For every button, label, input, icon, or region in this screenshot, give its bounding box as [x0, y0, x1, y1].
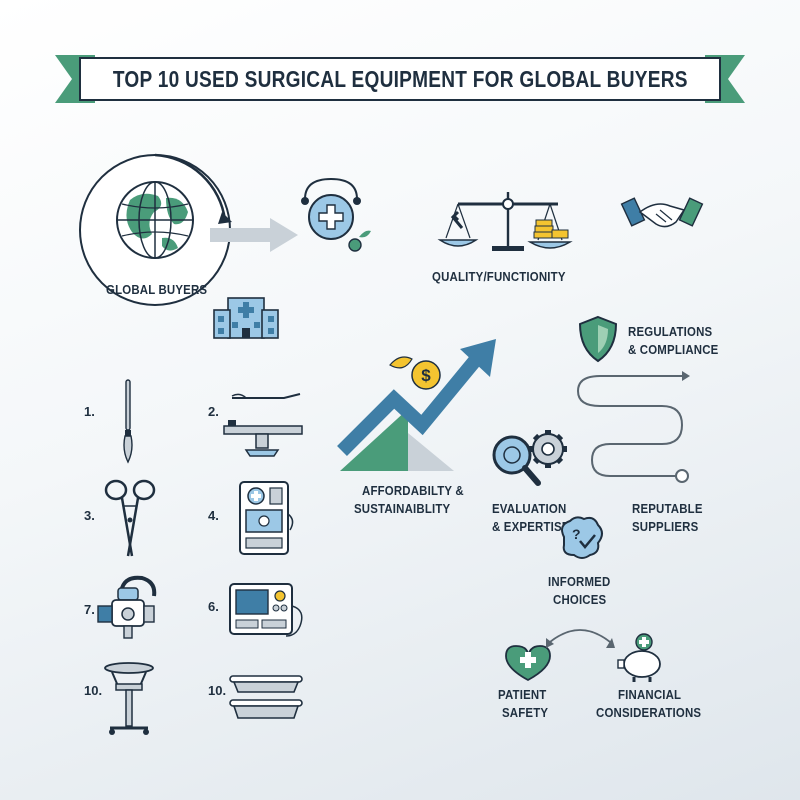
equipment-number: 6.: [208, 599, 219, 614]
global-buyers-globe-icon: [79, 153, 232, 306]
medical-cross-icon: [301, 177, 371, 252]
shield-icon: [578, 315, 618, 363]
page-title: TOP 10 USED SURGICAL EQUIPMENT FOR GLOBA…: [112, 65, 688, 92]
forceps-icon: [104, 479, 156, 557]
patient-label-line1: PATIENT: [498, 687, 547, 702]
handshake-icon: [620, 197, 704, 228]
quality-label: QUALITY/FUNCTIONITY: [432, 269, 566, 284]
global-buyers-label: GLOBAL BUYERS: [106, 282, 208, 297]
patient-financial-cycle: [505, 629, 661, 682]
equipment-number: 4.: [208, 508, 219, 523]
financial-label-line2: CONSIDERATIONS: [596, 705, 702, 720]
equipment-number: 10.: [84, 683, 103, 698]
operating-table-icon: [223, 393, 303, 457]
anesthesia-machine-icon: [239, 481, 294, 555]
instrument-stand-icon: [104, 662, 154, 735]
equipment-number: 1.: [84, 404, 95, 419]
scalpel-icon: [123, 379, 133, 464]
evaluation-label-line1: EVALUATION: [492, 501, 567, 516]
financial-label-line1: FINANCIAL: [618, 687, 682, 702]
evaluation-label-line2: & EXPERTISE: [492, 519, 570, 534]
surgical-light-icon: [97, 575, 157, 639]
hospital-icon: [213, 297, 279, 339]
equipment-number: 2.: [208, 404, 219, 419]
patient-label-line2: SAFETY: [502, 705, 549, 720]
balance-scale-icon: [437, 192, 573, 251]
brain-check-icon: ?: [561, 516, 603, 559]
title-banner: [55, 55, 745, 103]
equipment-number: 10.: [208, 683, 227, 698]
regulations-label-line2: & COMPLIANCE: [628, 342, 719, 357]
patient-monitor-icon: [229, 583, 303, 637]
arrow-right-icon: [210, 218, 298, 252]
affordability-label-line1: AFFORDABILTY &: [362, 483, 464, 498]
reputable-label-line1: REPUTABLE: [632, 501, 703, 516]
informed-label-line1: INFORMED: [548, 574, 611, 589]
regulations-label-line1: REGULATIONS: [628, 324, 713, 339]
informed-label-line2: CHOICES: [553, 592, 607, 607]
equipment-number: 7.: [84, 602, 95, 617]
reputable-label-line2: SUPPLIERS: [632, 519, 699, 534]
instrument-trays-icon: [229, 675, 303, 719]
growth-arrow-icon: $: [337, 339, 496, 471]
affordability-label-line2: SUSTAINAIBLITY: [354, 501, 451, 516]
svg-text:$: $: [421, 366, 431, 385]
winding-path-connector: [576, 371, 690, 483]
equipment-number: 3.: [84, 508, 95, 523]
svg-text:?: ?: [572, 526, 581, 542]
evaluation-gear-magnifier-icon: [492, 430, 567, 486]
